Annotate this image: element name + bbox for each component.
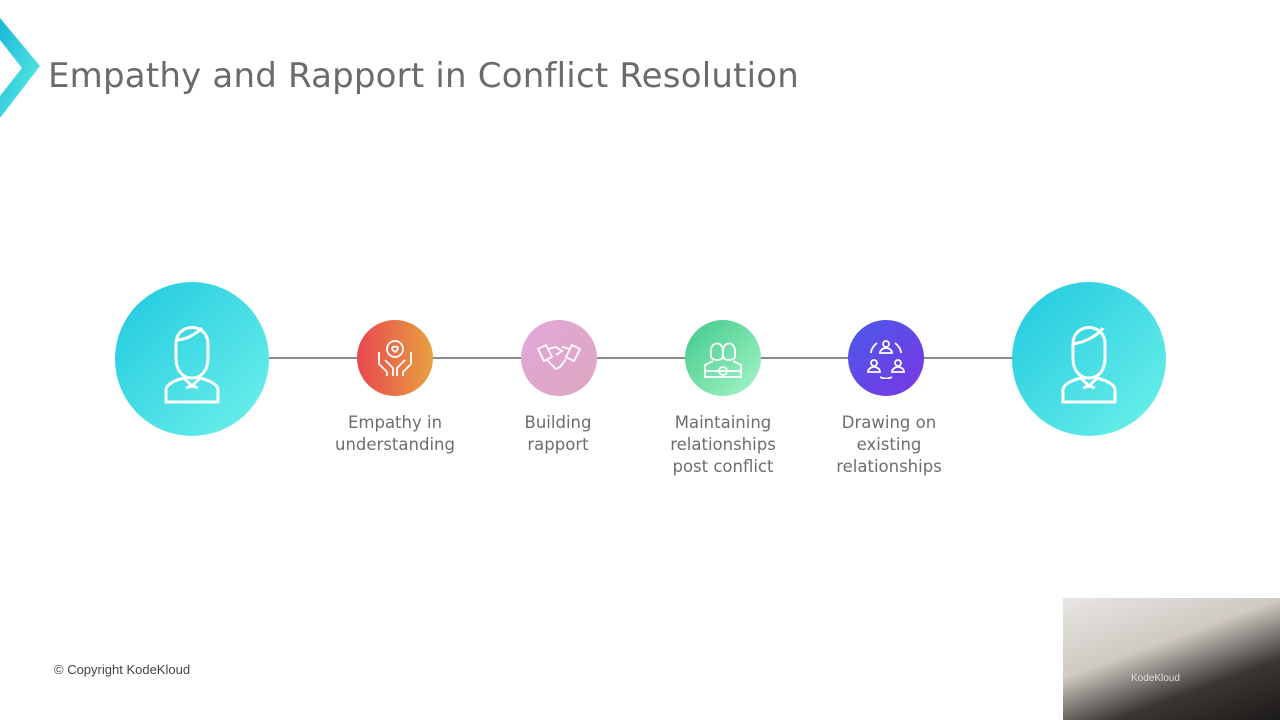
kodekloud-logo-chevron [0, 18, 40, 118]
step-drawing-circle [848, 320, 924, 396]
people-cycle-icon [867, 340, 905, 379]
team-gear-icon [704, 342, 742, 378]
person-right-circle [1012, 282, 1166, 436]
hands-heart-icon [378, 340, 412, 376]
step-maintaining-circle [685, 320, 761, 396]
person-icon [164, 326, 220, 404]
copyright-footer: © Copyright KodeKloud [54, 662, 191, 677]
handshake-icon [536, 343, 582, 371]
presenter-webcam: KodeKloud [1063, 598, 1280, 720]
step-empathy-circle [357, 320, 433, 396]
webcam-shirt-text: KodeKloud [1131, 673, 1180, 684]
page-title: Empathy and Rapport in Conflict Resoluti… [48, 56, 800, 96]
step-rapport-circle [521, 320, 597, 396]
timeline-connector [190, 357, 1090, 359]
person-icon [1061, 326, 1117, 404]
person-left-circle [115, 282, 269, 436]
